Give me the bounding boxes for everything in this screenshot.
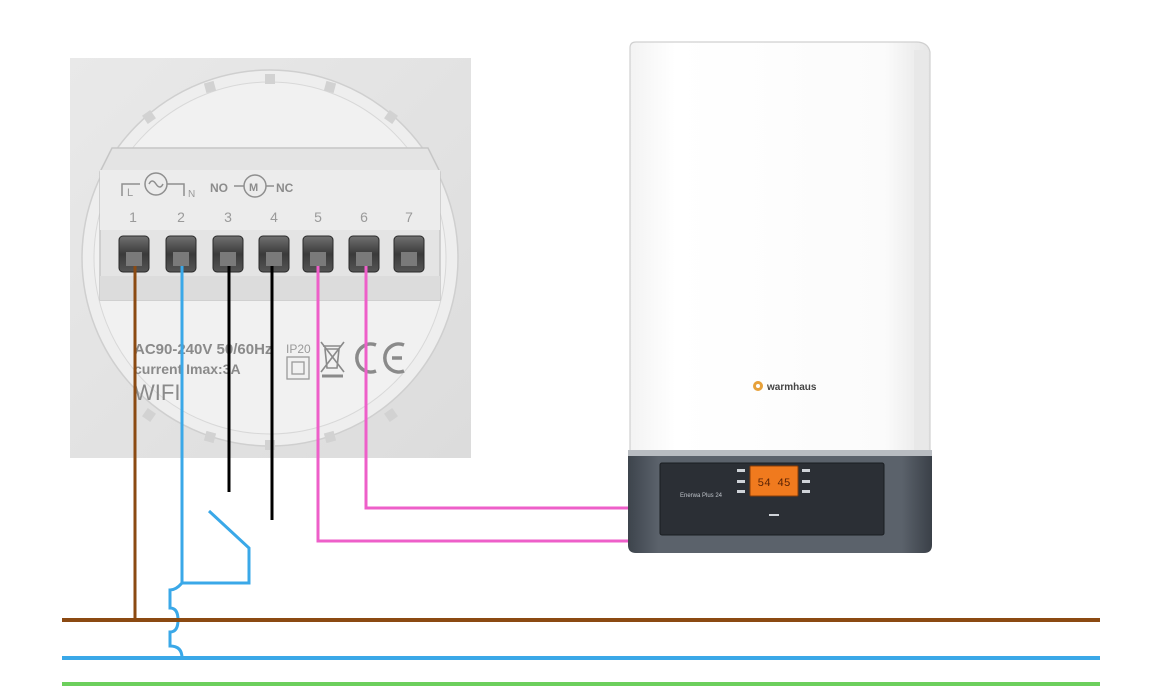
n-label: N — [188, 189, 195, 200]
power-symbol — [121, 172, 185, 196]
ring-notches — [142, 74, 398, 450]
terminal-3 — [212, 235, 244, 273]
terminal-block-base — [100, 276, 440, 300]
terminal-number: 6 — [360, 209, 368, 225]
panel-button[interactable] — [769, 514, 779, 516]
panel-button[interactable] — [802, 490, 810, 493]
gas-boiler: warmhaus Enerwa Plus 24 54 45 — [628, 41, 932, 553]
terminal-number: 3 — [224, 209, 232, 225]
boiler-body — [629, 41, 931, 456]
terminal-number: 1 — [129, 209, 137, 225]
terminals — [118, 235, 425, 273]
terminal-7 — [393, 235, 425, 273]
terminal-numbers: 1 2 3 4 5 6 7 — [129, 209, 413, 225]
control-panel — [659, 462, 885, 536]
panel-button[interactable] — [802, 480, 810, 483]
panel-button[interactable] — [802, 469, 810, 472]
weee-bin-icon — [320, 341, 345, 378]
brand-logo: warmhaus — [753, 381, 817, 393]
motor-label: M — [249, 182, 258, 194]
terminal-6 — [348, 235, 380, 273]
motor-symbol — [234, 174, 274, 198]
terminal-1 — [118, 235, 150, 273]
boiler-wire-terminal-5 — [316, 266, 628, 543]
l-label: L — [127, 187, 133, 199]
wifi-text: WIFI — [134, 380, 180, 405]
no-label: NO — [210, 181, 228, 195]
nc-label: NC — [276, 181, 294, 195]
model-label: Enerwa Plus 24 — [680, 493, 723, 499]
terminal-number: 4 — [270, 209, 278, 225]
ip-rating: IP20 — [286, 342, 311, 356]
lcd-display — [749, 465, 799, 497]
panel-button[interactable] — [737, 480, 745, 483]
neutral-bridge-wire — [182, 509, 251, 585]
terminal-number: 7 — [405, 209, 413, 225]
terminal-5 — [302, 235, 334, 273]
terminal-2 — [165, 235, 197, 273]
panel-buttons — [737, 469, 810, 516]
current-text: current Imax:3A — [134, 361, 241, 377]
ce-mark-icon — [355, 342, 405, 374]
boiler-trim — [628, 450, 932, 456]
lcd-value: 54 45 — [757, 478, 790, 490]
supply-buses — [62, 618, 1100, 686]
panel-button[interactable] — [737, 469, 745, 472]
boiler-wire-terminal-6 — [364, 266, 628, 510]
double-insulation-icon — [286, 356, 310, 380]
panel-button[interactable] — [737, 490, 745, 493]
terminal-label-strip — [100, 170, 440, 230]
thermostat-backplate: L N NO M NC 1 2 3 4 5 6 7 — [70, 58, 471, 458]
brand-name: warmhaus — [766, 382, 817, 393]
terminal-number: 2 — [177, 209, 185, 225]
voltage-text: AC90-240V 50/60Hz — [134, 341, 272, 358]
boiler-side-shade — [914, 50, 928, 450]
terminal-4 — [258, 235, 290, 273]
terminal-number: 5 — [314, 209, 322, 225]
